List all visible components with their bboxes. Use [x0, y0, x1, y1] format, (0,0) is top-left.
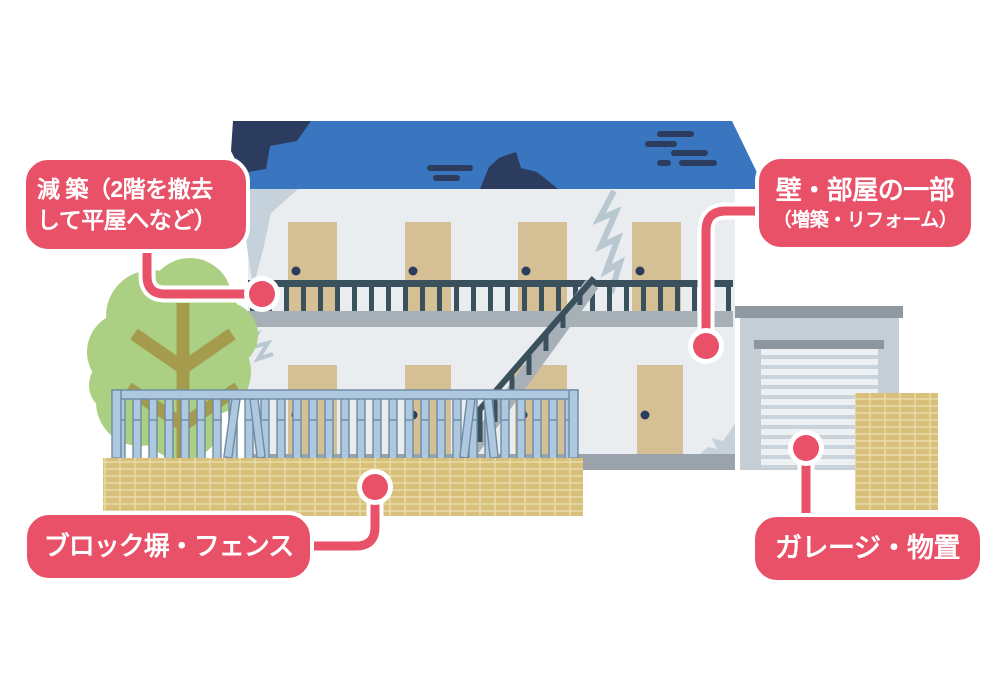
- callout-text: （増築・リフォーム）: [772, 209, 958, 231]
- balcony-balusters: [248, 287, 733, 311]
- roof-damage-patch-left: [231, 121, 311, 173]
- apartment-roof: [229, 121, 765, 189]
- callout-label-reduction: 減 築（2階を撤去 して平屋へなど）: [22, 156, 250, 253]
- leader-reduction: [138, 246, 280, 312]
- callout-text: ガレージ・物置: [775, 532, 960, 563]
- roof-damage-patch-center: [480, 152, 558, 189]
- callout-text: 壁・部屋の一部: [775, 175, 955, 206]
- garage-lintel: [754, 340, 884, 349]
- fence-post-left: [111, 389, 122, 459]
- upper-door-knobs: [291, 266, 645, 276]
- leader-wall-room: [688, 202, 758, 364]
- roof-tile-dashes: [427, 131, 717, 181]
- fence-pickets-tilted: [223, 397, 499, 459]
- fence-rail: [111, 389, 579, 400]
- callout-label-garage-shed: ガレージ・物置: [751, 513, 984, 584]
- callout-label-block-fence: ブロック塀・フェンス: [23, 511, 314, 582]
- callout-label-wall-room: 壁・部屋の一部 （増築・リフォーム）: [755, 155, 975, 251]
- callout-text: 減 築（2階を撤去: [37, 176, 213, 203]
- front-fence: [111, 389, 579, 459]
- leader-block-fence: [309, 469, 393, 555]
- wall-crack-corner: [700, 424, 735, 454]
- callout-leaders: [138, 202, 824, 555]
- leader-garage-shed: [788, 430, 824, 514]
- callout-text: して平屋へなど）: [37, 206, 217, 233]
- storage-block-wall: [855, 393, 938, 510]
- balcony-rail: [248, 280, 733, 287]
- block-wall: [103, 458, 583, 516]
- garage-roof-cap: [735, 306, 903, 318]
- fence-pickets: [114, 398, 576, 458]
- fence-post-right: [568, 389, 579, 459]
- wall-crack-large: [592, 189, 626, 294]
- balcony-slab: [248, 311, 733, 327]
- callout-text: ブロック塀・フェンス: [43, 531, 294, 562]
